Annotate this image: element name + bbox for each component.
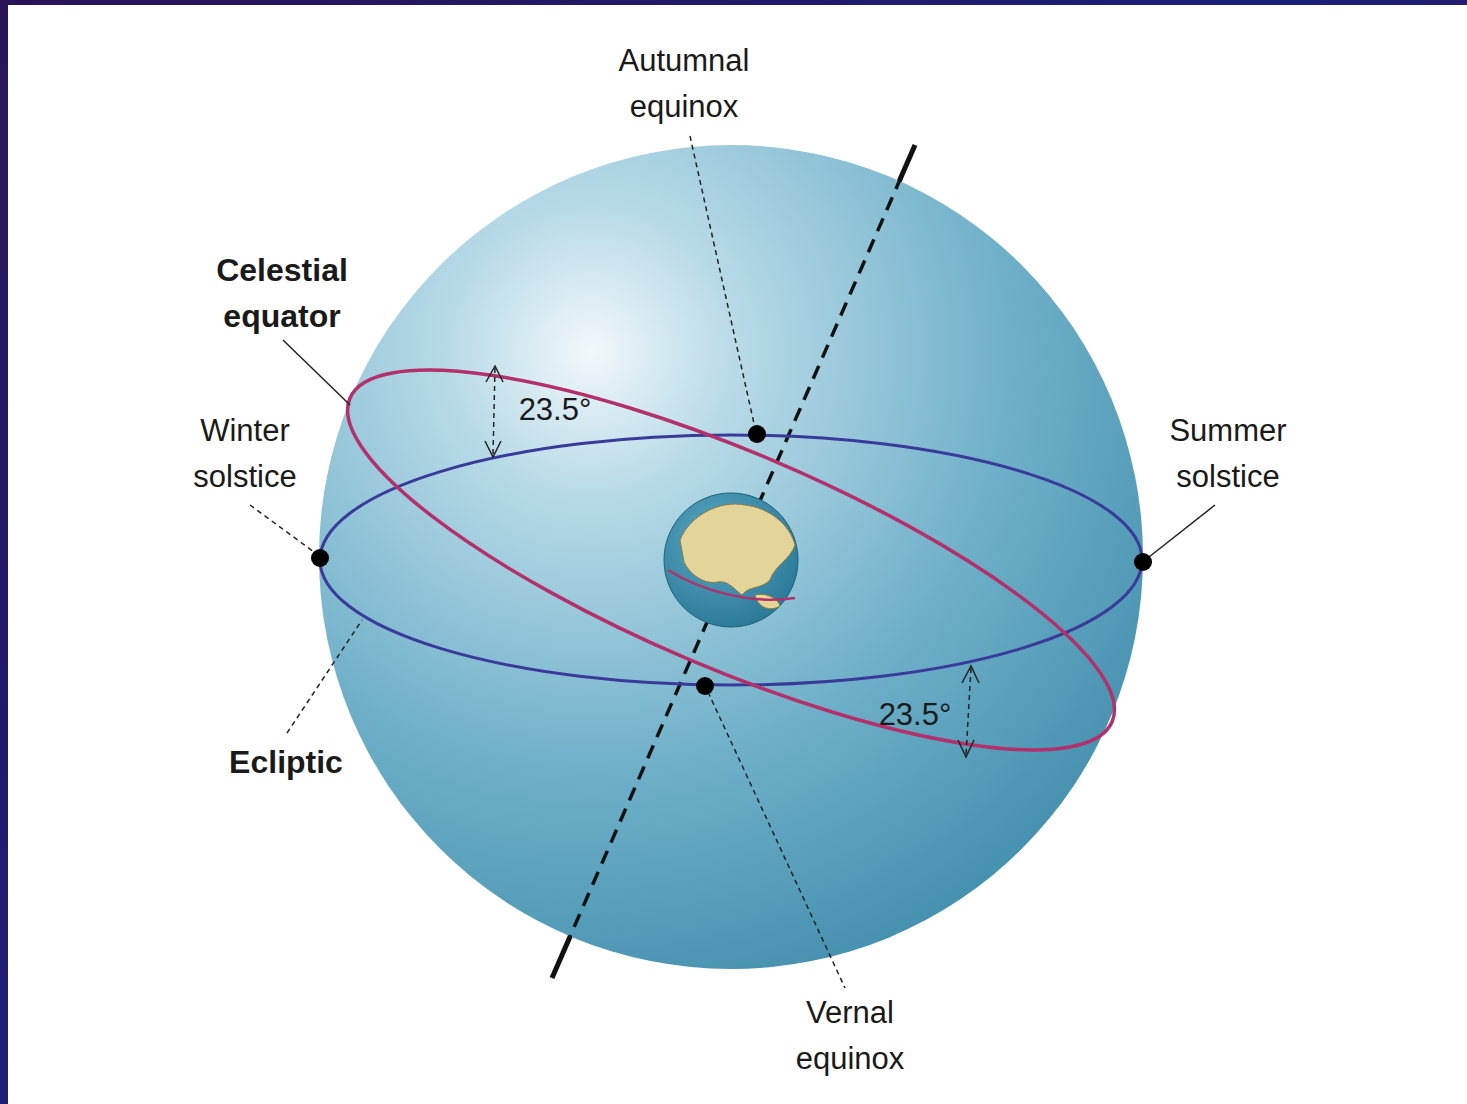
- circle-label: Ecliptic: [206, 739, 366, 785]
- angle-label: 23.5°: [860, 692, 970, 738]
- angle-label: 23.5°: [500, 387, 610, 433]
- solstice-label: Winter solstice: [180, 408, 310, 500]
- equinox-label: Vernal equinox: [765, 990, 935, 1082]
- equinox-label: Autumnal equinox: [599, 38, 769, 130]
- solstice-label: Summer solstice: [1153, 408, 1303, 500]
- circle-label: Celestial equator: [197, 247, 367, 339]
